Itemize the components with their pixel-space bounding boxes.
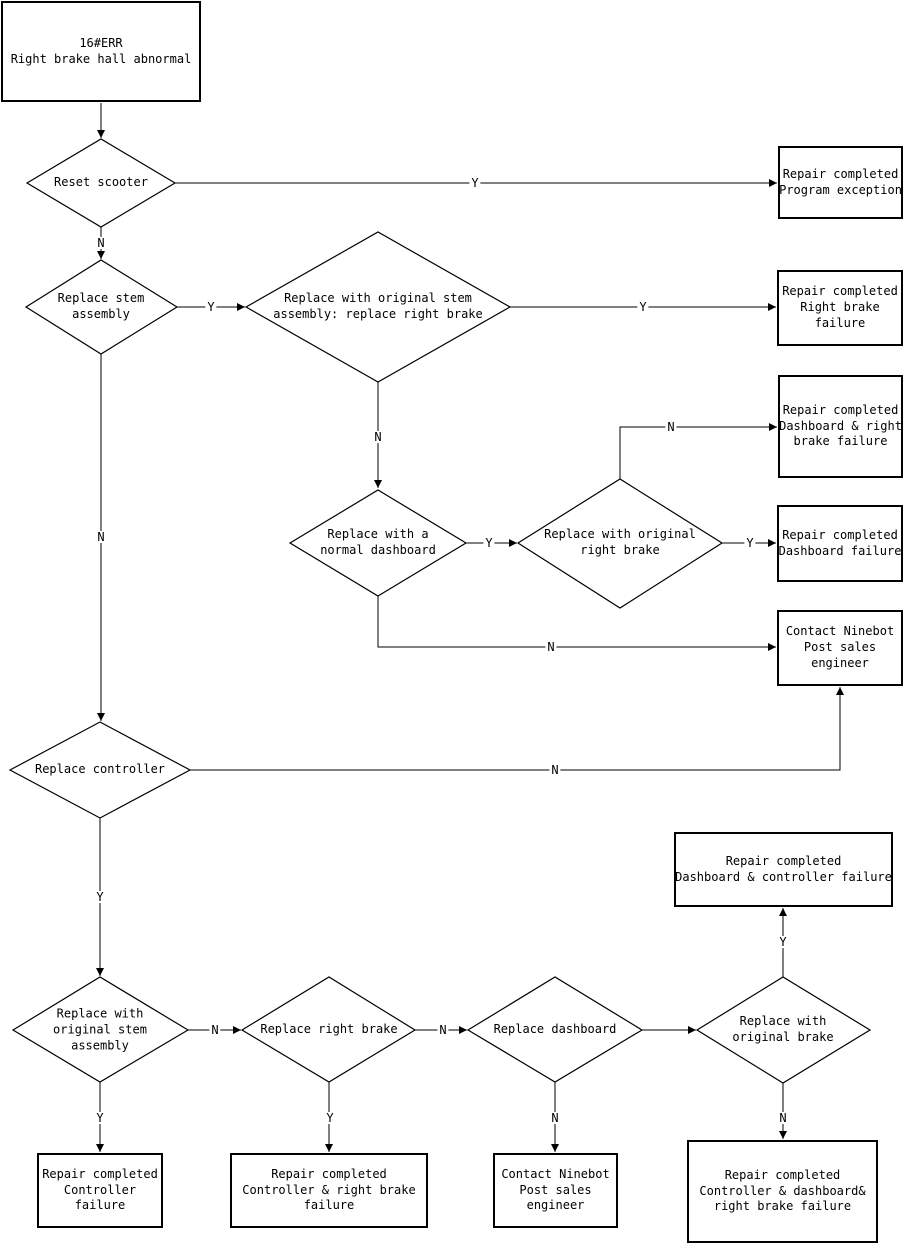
replace-original-stem-2-diamond [11, 976, 190, 1083]
branch-label-reset-n: N [95, 236, 107, 250]
decision-diamonds [8, 138, 872, 1084]
branch-label-replace-right-brake-n: N [437, 1023, 449, 1037]
branch-label-original-brake-n: N [777, 1111, 789, 1125]
branch-label-replace-controller-n: N [549, 763, 561, 777]
terminal-dashboard-controller-failure: Repair completed Dashboard & controller … [674, 832, 893, 907]
branch-label-original-stem-n: N [372, 430, 384, 444]
replace-original-stem-diamond [244, 231, 512, 383]
terminal-controller-right-brake-failure: Repair completed Controller & right brak… [230, 1153, 428, 1228]
edge-original-right-brake-dashboard-right-brake-failure [619, 423, 777, 479]
edge-normal-dashboard-contact-ninebot [377, 596, 776, 651]
branch-label-reset-y: Y [469, 176, 481, 190]
terminal-contact-ninebot-lower: Contact Ninebot Post sales engineer [493, 1153, 618, 1228]
branch-label-normal-dashboard-n: N [545, 640, 557, 654]
terminal-controller-failure: Repair completed Controller failure [37, 1153, 163, 1228]
terminal-contact-ninebot-upper: Contact Ninebot Post sales engineer [777, 610, 903, 686]
replace-dashboard-diamond [466, 976, 644, 1083]
terminal-right-brake-failure: Repair completed Right brake failure [777, 270, 903, 346]
branch-label-replace-stem-y: Y [205, 300, 217, 314]
replace-controller-diamond [8, 721, 192, 819]
edge-lines [96, 103, 844, 1152]
branch-label-normal-dashboard-y: Y [483, 536, 495, 550]
terminal-dashboard-failure: Repair completed Dashboard failure [777, 505, 903, 582]
replace-normal-dashboard-diamond [288, 489, 468, 597]
terminal-dashboard-right-brake-failure: Repair completed Dashboard & right brake… [778, 375, 903, 478]
branch-label-replace-right-brake-y: Y [324, 1111, 336, 1125]
terminal-controller-dashboard-right-brake-failure: Repair completed Controller & dashboard&… [687, 1140, 878, 1243]
branch-label-original-stem-2-n: N [209, 1023, 221, 1037]
branch-label-replace-dashboard-n: N [549, 1111, 561, 1125]
branch-label-replace-stem-n: N [95, 530, 107, 544]
reset-scooter-diamond [25, 138, 177, 228]
branch-label-original-stem-2-y: Y [94, 1111, 106, 1125]
start-node: 16#ERR Right brake hall abnormal [1, 1, 201, 102]
branch-label-original-right-brake-y: Y [744, 536, 756, 550]
branch-label-original-brake-y: Y [777, 935, 789, 949]
branch-label-replace-controller-y: Y [94, 890, 106, 904]
terminal-program-exception: Repair completed Program exception [778, 146, 903, 219]
replace-original-brake-diamond [695, 976, 872, 1084]
branch-label-original-stem-y: Y [637, 300, 649, 314]
replace-original-right-brake-diamond [516, 478, 724, 609]
edge-replace-controller-contact-ninebot [188, 687, 844, 771]
replace-right-brake-diamond [240, 976, 417, 1083]
branch-label-original-right-brake-n: N [665, 420, 677, 434]
replace-stem-diamond [24, 259, 179, 355]
